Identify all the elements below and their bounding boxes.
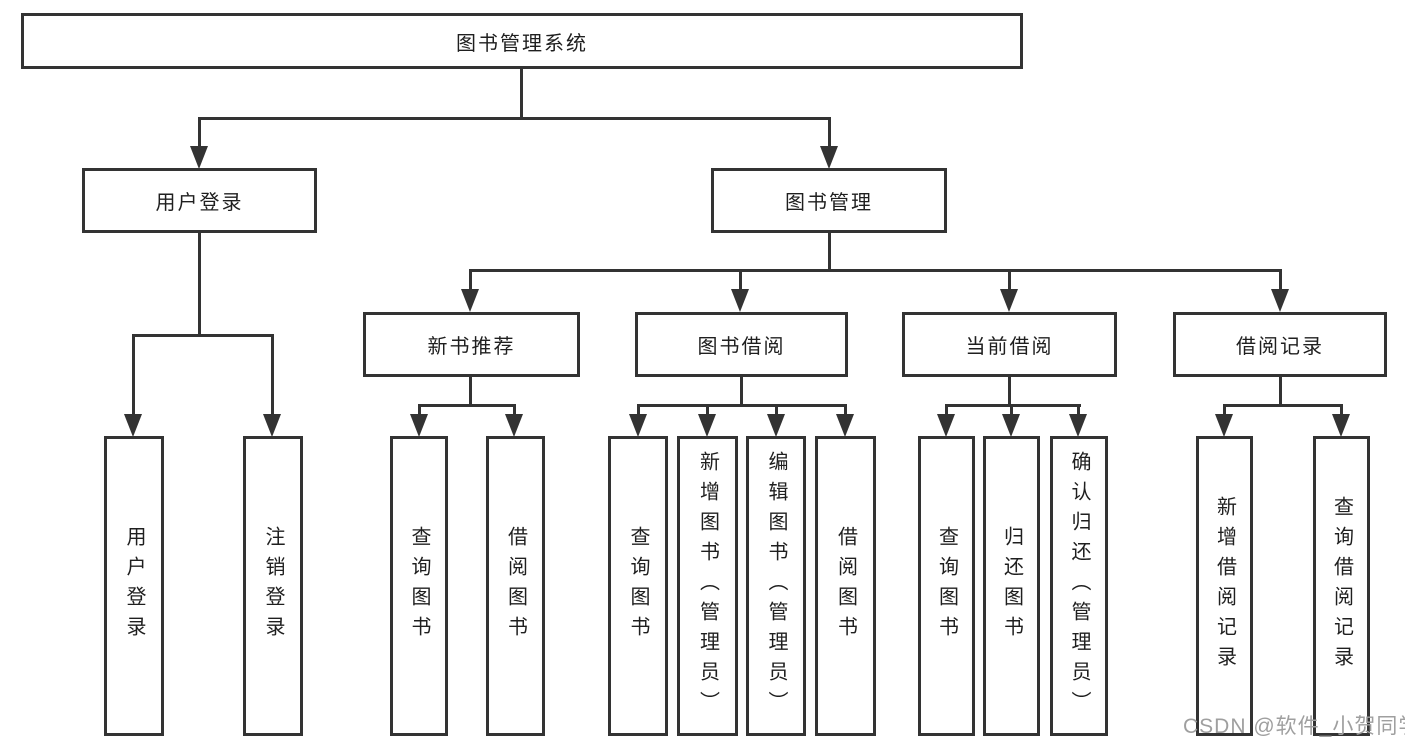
- leaf-query-books-current: 查询图书: [918, 436, 975, 736]
- leaf-logout-label: 注销登录: [262, 526, 284, 646]
- arrowhead-down-icon: [731, 289, 749, 312]
- leaf-query-books-rec: 查询图书: [390, 436, 448, 736]
- leaf-query-books-rec-label: 查询图书: [408, 526, 430, 646]
- connector-user-login-branch: [132, 334, 274, 337]
- leaf-confirm-return-admin-label: 确认归还（管理员）: [1068, 451, 1090, 721]
- arrowhead-down-icon: [1002, 414, 1020, 437]
- connector-book-borrow-branch: [637, 404, 847, 407]
- connector-user-login-stem: [198, 233, 201, 335]
- arrowhead-down-icon: [1271, 289, 1289, 312]
- connector-borrow-records-stem: [1279, 377, 1282, 406]
- arrowhead-down-icon: [461, 289, 479, 312]
- connector-root-branch: [198, 117, 831, 120]
- arrowhead-down-icon: [190, 146, 208, 169]
- arrowhead-down-icon: [1332, 414, 1350, 437]
- connector-book-manage-branch: [469, 269, 1282, 272]
- connector-new-book-stem: [469, 377, 472, 406]
- connector-leaf: [1077, 404, 1080, 416]
- watermark: CSDN @软件_小贺同学: [1183, 715, 1405, 738]
- connector-leaf: [1223, 404, 1226, 416]
- arrowhead-down-icon: [1215, 414, 1233, 437]
- connector-to-leaf-logout: [271, 334, 274, 416]
- leaf-borrow-books-label: 借阅图书: [834, 526, 857, 646]
- arrowhead-down-icon: [263, 414, 281, 437]
- node-current-borrow: 当前借阅: [902, 312, 1117, 377]
- connector-current-borrow-branch: [945, 404, 1081, 407]
- connector-leaf: [1010, 404, 1013, 416]
- leaf-query-borrow-record: 查询借阅记录: [1313, 436, 1370, 736]
- connector-leaf: [844, 404, 847, 416]
- leaf-user-login-label: 用户登录: [123, 526, 145, 646]
- leaf-borrow-books-rec: 借阅图书: [486, 436, 545, 736]
- arrowhead-down-icon: [937, 414, 955, 437]
- connector-book-borrow-stem: [740, 377, 743, 406]
- node-book-manage: 图书管理: [711, 168, 947, 233]
- connector-to-book-borrow: [739, 269, 742, 291]
- arrowhead-down-icon: [1000, 289, 1018, 312]
- arrowhead-down-icon: [767, 414, 785, 437]
- connector-leaf: [775, 404, 778, 416]
- connector-to-new-book: [469, 269, 472, 291]
- node-new-book-rec: 新书推荐: [363, 312, 580, 377]
- connector-leaf: [418, 404, 421, 416]
- node-borrow-records-label: 借阅记录: [1236, 336, 1324, 358]
- connector-leaf: [513, 404, 516, 416]
- leaf-query-books-current-label: 查询图书: [935, 526, 958, 646]
- node-book-borrow: 图书借阅: [635, 312, 848, 377]
- leaf-return-book-label: 归还图书: [1000, 526, 1023, 646]
- connector-to-leaf-user-login: [132, 334, 135, 416]
- leaf-edit-book-admin-label: 编辑图书（管理员）: [765, 451, 787, 721]
- leaf-query-books-borrow: 查询图书: [608, 436, 668, 736]
- connector-new-book-branch: [418, 404, 516, 407]
- arrowhead-down-icon: [124, 414, 142, 437]
- connector-leaf: [945, 404, 948, 416]
- connector-to-user-login: [198, 117, 201, 147]
- leaf-query-borrow-record-label: 查询借阅记录: [1330, 496, 1353, 676]
- leaf-confirm-return-admin: 确认归还（管理员）: [1050, 436, 1108, 736]
- arrowhead-down-icon: [820, 146, 838, 169]
- connector-root-stem: [520, 69, 523, 118]
- leaf-add-book-admin: 新增图书（管理员）: [677, 436, 738, 736]
- leaf-return-book: 归还图书: [983, 436, 1040, 736]
- leaf-borrow-books: 借阅图书: [815, 436, 876, 736]
- leaf-logout: 注销登录: [243, 436, 303, 736]
- connector-borrow-records-branch: [1223, 404, 1343, 407]
- leaf-add-borrow-record: 新增借阅记录: [1196, 436, 1253, 736]
- node-borrow-records: 借阅记录: [1173, 312, 1387, 377]
- connector-to-current-borrow: [1008, 269, 1011, 291]
- leaf-user-login: 用户登录: [104, 436, 164, 736]
- connector-to-book-manage: [828, 117, 831, 147]
- node-user-login: 用户登录: [82, 168, 317, 233]
- node-root: 图书管理系统: [21, 13, 1023, 69]
- connector-book-manage-stem: [828, 233, 831, 272]
- connector-leaf: [1340, 404, 1343, 416]
- arrowhead-down-icon: [836, 414, 854, 437]
- node-user-login-label: 用户登录: [155, 192, 244, 214]
- node-root-label: 图书管理系统: [456, 32, 588, 55]
- node-book-borrow-label: 图书借阅: [697, 336, 786, 358]
- connector-leaf: [706, 404, 709, 416]
- leaf-edit-book-admin: 编辑图书（管理员）: [746, 436, 806, 736]
- arrowhead-down-icon: [1069, 414, 1087, 437]
- arrowhead-down-icon: [505, 414, 523, 437]
- node-new-book-rec-label: 新书推荐: [427, 336, 516, 358]
- connector-to-borrow-records: [1279, 269, 1282, 291]
- node-book-manage-label: 图书管理: [785, 192, 873, 214]
- connector-current-borrow-stem: [1008, 377, 1011, 406]
- leaf-add-book-admin-label: 新增图书（管理员）: [696, 451, 719, 721]
- connector-leaf: [637, 404, 640, 416]
- leaf-borrow-books-rec-label: 借阅图书: [504, 526, 527, 646]
- arrowhead-down-icon: [629, 414, 647, 437]
- arrowhead-down-icon: [698, 414, 716, 437]
- leaf-add-borrow-record-label: 新增借阅记录: [1213, 496, 1236, 676]
- node-current-borrow-label: 当前借阅: [965, 336, 1054, 358]
- arrowhead-down-icon: [410, 414, 428, 437]
- leaf-query-books-borrow-label: 查询图书: [627, 526, 649, 646]
